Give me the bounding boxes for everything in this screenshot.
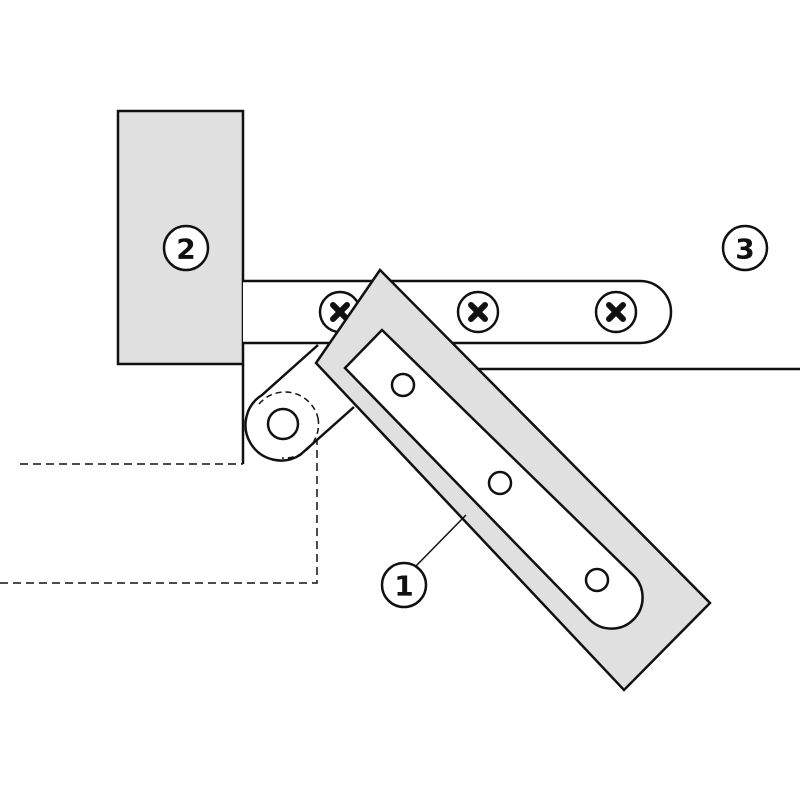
swung-door <box>314 268 712 692</box>
callout-2: 2 <box>162 224 210 272</box>
callout-leader-1 <box>413 514 467 569</box>
mounting-hole-icon <box>390 372 416 398</box>
screw-icon <box>456 290 500 334</box>
mounting-hole-icon <box>584 567 610 593</box>
mounting-hole-icon <box>487 470 513 496</box>
pivot-arc-lower <box>281 417 320 459</box>
callout-1-label: 1 <box>394 570 413 603</box>
callout-2-label: 2 <box>176 233 195 266</box>
pivot-arc <box>258 391 319 419</box>
dashed-outline-lower <box>0 368 470 584</box>
side-panel <box>116 109 245 464</box>
screw-icon <box>594 290 638 334</box>
callout-3-label: 3 <box>735 233 754 266</box>
callout-3: 3 <box>721 224 769 272</box>
pivot-hole-icon <box>266 407 300 441</box>
callout-1: 1 <box>380 561 428 609</box>
